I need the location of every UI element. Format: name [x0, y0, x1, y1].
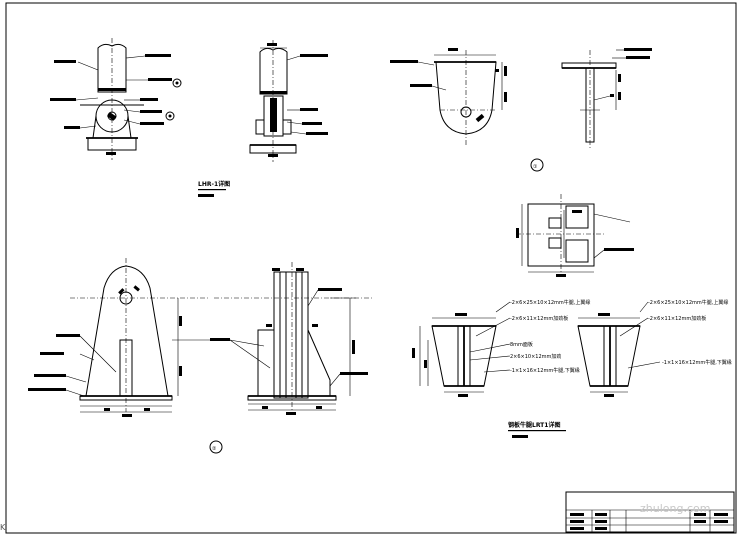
view-bracket-side	[210, 262, 372, 415]
section-mark-1	[530, 158, 544, 172]
view-column-base-front	[50, 38, 182, 160]
view-bracket-elevation	[28, 258, 210, 417]
watermark: zhulong.com	[640, 502, 710, 515]
sheet-border	[5, 2, 737, 534]
section-mark-2	[209, 440, 223, 454]
view-plate-elevation	[390, 48, 507, 146]
view-bracket-section-b: -2×6×25×10×12mm牛腿,上翼缘 -2×6×11×12mm加劲板 -1…	[577, 299, 732, 397]
corner-mark: K	[0, 523, 6, 532]
callout-weld-mid: -2×6×11×12mm加劲板	[510, 315, 568, 322]
section-mark-2-label: ②	[212, 446, 217, 452]
title-block	[565, 491, 735, 533]
caption-lrt1: 钢板牛腿LRT1详图	[508, 421, 560, 429]
caption-lhr1: LHR-1详图	[198, 180, 230, 188]
view-plate-section	[561, 48, 652, 150]
view-bracket-section-a: -2×6×25×10×12mm牛腿,上翼缘 -2×6×11×12mm加劲板 8m…	[412, 299, 590, 397]
callout-weld-top: -2×6×25×10×12mm牛腿,上翼缘	[510, 299, 590, 306]
callout-weld-mid-2: -2×6×11×12mm加劲板	[648, 315, 706, 322]
section-mark-1-label: ①	[533, 164, 538, 170]
view-column-base-side	[249, 40, 328, 162]
callout-stiff-12: 2×6×10×12mm加劲	[510, 353, 561, 360]
callout-weld-bot-2: -1×1×16×12mm牛腿,下翼缘	[662, 359, 732, 366]
view-bracket-plan	[516, 194, 634, 277]
callout-weld-top-2: -2×6×25×10×12mm牛腿,上翼缘	[648, 299, 728, 306]
callout-weld-bot: -1×1×16×12mm牛腿,下翼缘	[510, 367, 580, 374]
callout-plate-8: 8mm面板	[510, 341, 533, 348]
